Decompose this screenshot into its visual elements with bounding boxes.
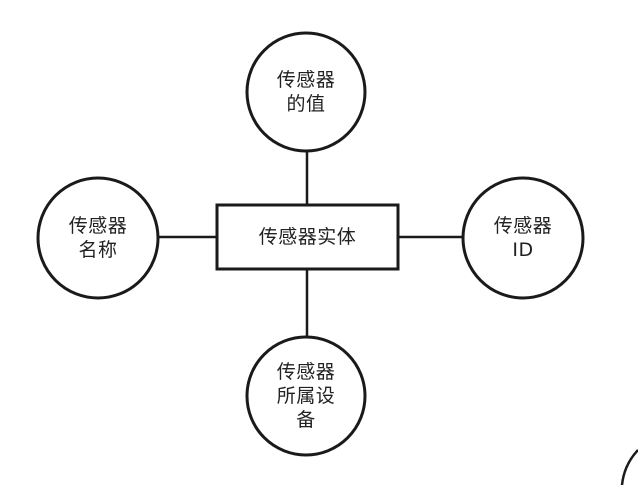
attribute-name-line-1: 传感器 <box>68 215 128 237</box>
partial-circle-edge <box>620 449 638 485</box>
attribute-device-line-3: 备 <box>296 409 316 431</box>
attribute-value-line-2: 的值 <box>286 93 326 115</box>
entity-label: 传感器实体 <box>217 205 398 269</box>
attribute-name-line-2: 名称 <box>78 239 118 261</box>
attribute-label-device: 传感器 所属设 备 <box>247 337 365 455</box>
attribute-value-line-1: 传感器 <box>276 69 336 91</box>
attribute-circle-name <box>36 176 160 300</box>
attribute-label-value: 传感器 的值 <box>247 33 365 151</box>
attribute-device-line-1: 传感器 <box>276 361 336 383</box>
attribute-id-line-2: ID <box>512 239 534 261</box>
attribute-circle-id <box>461 176 585 300</box>
entity-box <box>215 203 400 271</box>
attribute-circle-value <box>245 31 367 153</box>
attribute-label-name: 传感器 名称 <box>38 178 158 298</box>
attribute-label-id: 传感器 ID <box>463 178 583 298</box>
entity-label-text: 传感器实体 <box>258 226 357 248</box>
attribute-id-line-1: 传感器 <box>493 215 553 237</box>
attribute-circle-device <box>245 335 367 457</box>
attribute-device-line-2: 所属设 <box>276 385 336 407</box>
